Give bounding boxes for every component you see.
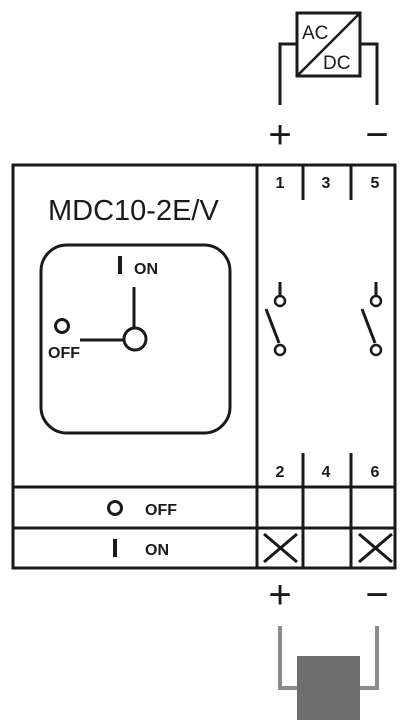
ac-dc-converter: AC DC (278, 11, 379, 105)
terminal-2: 2 (276, 464, 285, 481)
converter-dc-label: DC (323, 53, 350, 74)
switch-outline (11, 163, 397, 570)
terminal-1: 1 (276, 175, 285, 192)
terminal-5: 5 (371, 175, 380, 192)
on-contact-5-6-closed-mark (358, 532, 393, 564)
terminal-3: 3 (322, 175, 331, 192)
bottom-plus-sign: + (268, 573, 291, 617)
off-row-symbol (107, 500, 123, 516)
load-block (278, 626, 379, 720)
converter-right-wire (360, 42, 379, 105)
converter-left-wire (278, 42, 297, 105)
dial-off-label: OFF (48, 345, 80, 362)
off-row-label: OFF (145, 502, 177, 519)
load-body (297, 656, 360, 720)
contact-1-upper-terminal (273, 294, 287, 308)
bottom-minus-sign: − (365, 573, 388, 617)
contact-1-blade (264, 308, 281, 344)
model-title: MDC10-2E/V (48, 195, 219, 227)
on-contact-1-2-closed-mark (263, 532, 298, 564)
load-right-wire (360, 626, 379, 690)
terminal-6: 6 (371, 464, 380, 481)
contact-5-lower-terminal (369, 343, 383, 357)
load-left-wire (278, 626, 297, 690)
dial-on-label: ON (134, 261, 158, 278)
on-row-label: ON (145, 542, 169, 559)
rotary-dial: ON OFF (39, 243, 232, 435)
converter-diagonal (296, 12, 361, 77)
terminal-4: 4 (322, 464, 331, 481)
top-plus-sign: + (268, 113, 291, 157)
contact-5-blade (360, 308, 377, 344)
dial-off-mark (54, 318, 70, 334)
contact-5-6 (360, 282, 383, 357)
top-minus-sign: − (365, 113, 388, 157)
converter-ac-label: AC (302, 23, 328, 44)
dial-knob (122, 326, 148, 352)
contact-1-lower-terminal (273, 343, 287, 357)
state-table: OFF ON (13, 485, 395, 568)
contact-1-2 (264, 282, 287, 357)
contact-5-upper-terminal (369, 294, 383, 308)
